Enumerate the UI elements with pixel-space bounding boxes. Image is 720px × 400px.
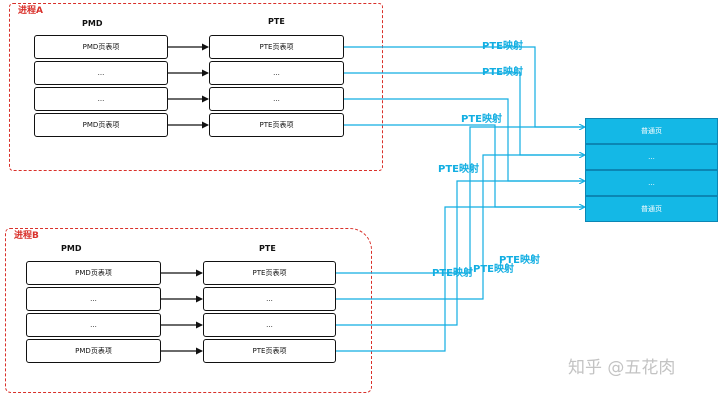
process-a-pmd-entry: ...	[34, 61, 168, 85]
process-b-pte-entry: PTE页表项	[203, 261, 336, 285]
pte-mapping-label: PTE映射	[482, 67, 523, 78]
pte-mapping-line	[336, 127, 584, 274]
pte-mapping-line	[336, 155, 584, 300]
process-a-pmd-entry: ...	[34, 87, 168, 111]
pte-mapping-label: PTE映射	[473, 264, 514, 275]
pte-mapping-line	[336, 207, 584, 352]
process-b-pmd-entry: PMD页表项	[26, 261, 161, 285]
process-b-pte-entry: ...	[203, 287, 336, 311]
process-b-pmd-entry: ...	[26, 287, 161, 311]
pte-mapping-label: PTE映射	[499, 255, 540, 266]
process-a-pmd-title: PMD	[82, 19, 103, 28]
process-a-pte-entry: PTE页表项	[209, 35, 344, 59]
pte-mapping-label: PTE映射	[432, 268, 473, 279]
physical-page: 普通页	[585, 118, 718, 144]
process-a-pmd-entry: PMD页表项	[34, 35, 168, 59]
process-a-label: 进程A	[18, 6, 43, 16]
process-a-pte-entry: ...	[209, 87, 344, 111]
process-b-group: 进程B	[5, 228, 372, 393]
process-b-pte-title: PTE	[259, 244, 276, 253]
process-b-pmd-entry: ...	[26, 313, 161, 337]
process-b-pmd-title: PMD	[61, 244, 82, 253]
physical-page: ...	[585, 144, 718, 170]
physical-page: ...	[585, 170, 718, 196]
process-a-group: 进程A	[9, 3, 383, 171]
process-a-pmd-entry: PMD页表项	[34, 113, 168, 137]
process-a-pte-title: PTE	[268, 17, 285, 26]
pte-mapping-label: PTE映射	[438, 164, 479, 175]
process-b-pte-entry: ...	[203, 313, 336, 337]
watermark: 知乎 @五花肉	[568, 358, 676, 378]
process-a-pte-entry: PTE页表项	[209, 113, 344, 137]
process-b-pmd-entry: PMD页表项	[26, 339, 161, 363]
process-b-label: 进程B	[14, 231, 39, 241]
pte-mapping-label: PTE映射	[482, 41, 523, 52]
pte-mapping-label: PTE映射	[461, 114, 502, 125]
pte-mapping-line	[336, 181, 584, 326]
process-a-pte-entry: ...	[209, 61, 344, 85]
physical-page: 普通页	[585, 196, 718, 222]
process-b-pte-entry: PTE页表项	[203, 339, 336, 363]
